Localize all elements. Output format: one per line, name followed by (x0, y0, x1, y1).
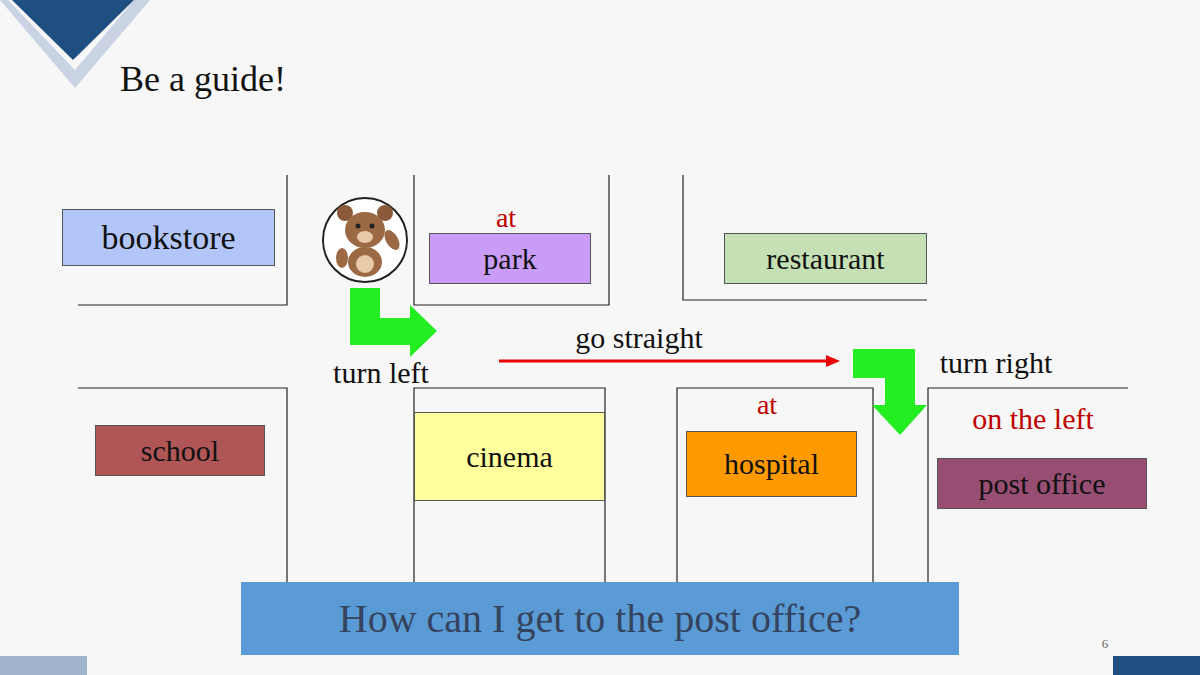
footer-bar (1113, 656, 1200, 675)
turn-left-arrow (350, 288, 437, 357)
place-name: restaurant (766, 242, 884, 276)
place-box: hospital (686, 431, 857, 497)
place-box: post office (937, 458, 1147, 509)
place-name: How can I get to the post office? (339, 595, 861, 642)
slide-title: Be a guide! (120, 58, 286, 100)
place-name: cinema (466, 440, 553, 474)
place-name: park (483, 242, 536, 276)
page-number: 6 (1102, 636, 1109, 652)
preposition-label: at (757, 389, 777, 421)
question-banner: How can I get to the post office? (241, 582, 959, 655)
direction-label: turn left (333, 356, 429, 390)
place-box: school (95, 425, 265, 476)
place-name: hospital (724, 447, 819, 481)
direction-label: go straight (575, 321, 703, 355)
place-box: cinema (414, 412, 605, 501)
place-name: school (141, 434, 219, 468)
preposition-label: at (496, 202, 516, 234)
turn-right-arrow (853, 349, 927, 435)
place-box: restaurant (724, 233, 927, 284)
corner-triangle (12, 0, 134, 60)
street-lines (78, 175, 1128, 582)
bear-icon (323, 198, 407, 282)
footer-bar (0, 656, 87, 675)
place-box: park (429, 233, 591, 284)
direction-label: turn right (940, 346, 1053, 380)
corner-gap (0, 0, 134, 70)
preposition-label: on the left (972, 402, 1094, 436)
place-box: bookstore (62, 209, 275, 266)
go-straight-arrow (499, 355, 840, 367)
place-name: post office (979, 467, 1106, 501)
place-name: bookstore (101, 219, 235, 257)
